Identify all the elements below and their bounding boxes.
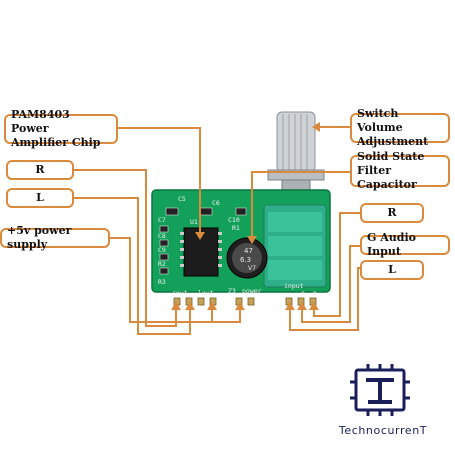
silk-u1: U1 (190, 218, 198, 226)
callout-lines (72, 126, 362, 335)
silk-c7: C7 (158, 216, 166, 224)
label-left-r-text: R (35, 163, 45, 176)
silk-lout: lout (198, 289, 214, 297)
label-right-l-text: L (388, 263, 396, 276)
label-g-audio-input-text: G Audio Input (367, 231, 416, 258)
silk-r: R (313, 290, 317, 298)
label-filter-capacitor-line2: Filter Capacitor (357, 164, 417, 191)
electrolytic-capacitor: 47 6.3 V7 (226, 237, 268, 279)
label-left-r: R (6, 160, 74, 180)
cap-text-mid: 6.3 (240, 256, 251, 264)
label-filter-capacitor-line1: Solid State (357, 150, 425, 163)
silk-rout: rout (172, 289, 188, 297)
pcb-board: 47 6.3 V7 C5 C6 C7 C8 C9 C10 R1 R2 R3 U1… (151, 189, 331, 306)
label-pam8403: PAM8403 Power Amplifier Chip (4, 108, 118, 149)
silk-c10: C10 (228, 216, 240, 224)
label-left-l: L (6, 188, 74, 208)
silk-c5: C5 (178, 195, 186, 203)
silk-power: power (242, 287, 262, 295)
label-switch-volume-line1: Switch Volume (357, 107, 403, 134)
label-right-r-text: R (387, 206, 397, 219)
silk-c8: C8 (158, 232, 166, 240)
label-filter-capacitor: Solid State Filter Capacitor (350, 150, 450, 191)
silk-z3: Z3 (228, 287, 236, 295)
cap-text-bot: V7 (248, 265, 256, 272)
label-pam8403-line1: PAM8403 Power (11, 108, 70, 135)
silk-c6: C6 (212, 199, 220, 207)
label-g-audio-input: G Audio Input (360, 231, 450, 258)
pin-headers (173, 297, 317, 306)
label-power-supply-text: +5v power supply (7, 224, 72, 251)
silk-g: G (301, 290, 305, 298)
silk-input: input (284, 282, 304, 290)
callout-arrowheads (171, 122, 320, 310)
label-pam8403-line2: Amplifier Chip (11, 136, 101, 149)
cap-text-top: 47 (244, 247, 253, 255)
label-right-r: R (360, 203, 424, 223)
silk-c9: C9 (158, 246, 166, 254)
label-left-l-text: L (36, 191, 44, 204)
label-switch-volume-line2: Adjustment (357, 135, 429, 148)
label-switch-volume: Switch Volume Adjustment (350, 107, 450, 148)
silk-r3: R3 (158, 278, 166, 286)
label-power-supply: +5v power supply (0, 224, 110, 251)
silk-r1: R1 (232, 224, 240, 232)
silk-r2: R2 (158, 260, 166, 268)
label-right-l: L (360, 260, 424, 280)
brand-name: TechnocurrenT (338, 424, 428, 437)
technocurrent-logo-icon (350, 364, 410, 416)
